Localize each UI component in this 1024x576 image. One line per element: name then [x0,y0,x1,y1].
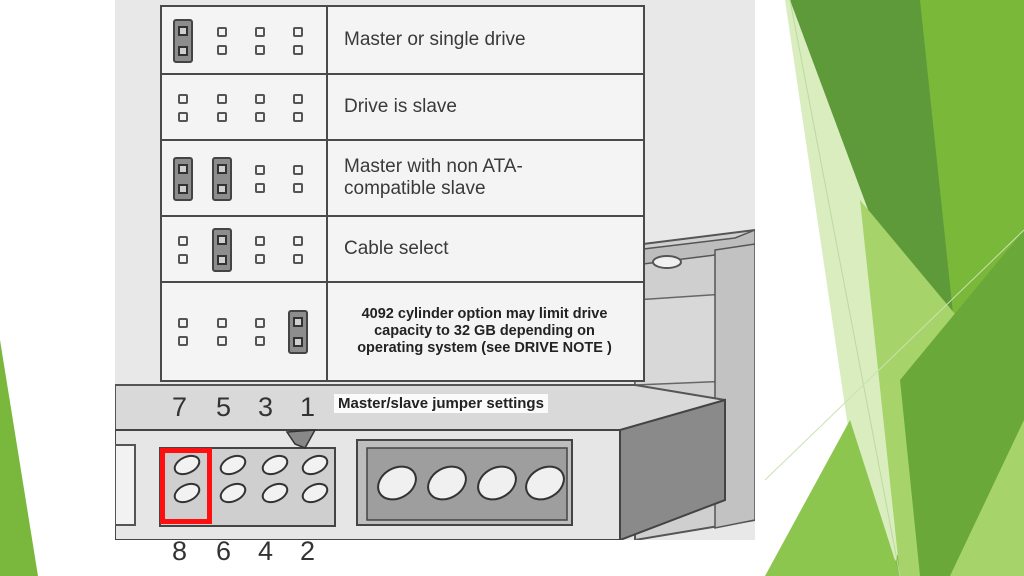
jumper-pin [255,317,265,328]
jumper-pin [178,317,188,328]
jumper-pin [293,45,303,55]
jumper-pin [255,236,265,246]
pin-number: 8 [172,536,188,566]
jumper-pin [255,94,265,104]
jumper-pin [178,94,188,104]
jumper-pin [178,254,188,264]
jumper-pin [178,112,188,122]
jumper-pin-block [162,75,328,139]
jumper-pin [255,112,265,122]
theme-line-2 [764,229,1024,481]
jumper-pin [178,236,188,246]
jumper-row-slave: Drive is slave [162,75,643,141]
jumper-pin-block [162,141,328,215]
jumper-pin [293,183,303,193]
jumper-pin [255,254,265,264]
pin-number: 3 [258,392,274,422]
diagram-caption: Master/slave jumper settings [334,394,548,413]
jumper-pin [293,94,303,104]
jumper-pin [293,112,303,122]
jumper-pin [293,236,303,246]
pin-number: 4 [258,536,274,566]
jumper-pin [178,335,188,346]
jumper-pin-block [162,7,328,73]
jumper-pin [217,335,227,346]
jumper-cap [212,157,232,201]
jumper-row-label: Master or single drive [344,29,526,51]
jumper-cap [173,19,193,63]
jumper-cap [212,228,232,272]
jumper-row-master: Master or single drive [162,7,643,75]
jumper-pin [293,165,303,175]
jumper-row-master-non-ata: Master with non ATA-compatible slave [162,141,643,217]
jumper-pin-block [162,283,328,380]
jumper-pin [217,27,227,37]
pin-number: 1 [300,392,316,422]
pin-number: 7 [172,392,188,422]
right-deep-facet [900,230,1024,576]
jumper-pin [293,254,303,264]
jumper-cap [288,309,308,354]
pin-number: 2 [300,536,316,566]
theme-line-1 [789,0,901,576]
jumper-table: Master or single drive Drive is slave Ma… [160,5,645,382]
jumper-pin [217,317,227,328]
right-bottom-facet [765,420,900,576]
jumper-row-cable-select: Cable select [162,217,643,283]
jumper-pin [255,183,265,193]
jumper-pin [255,45,265,55]
jumper-row-label: Drive is slave [344,96,457,118]
jumper-pin [255,335,265,346]
jumper-pin [217,112,227,122]
jumper-pin [293,27,303,37]
jumper-pin-block [162,217,328,281]
left-green-sliver [0,340,38,576]
pin-number: 5 [216,392,232,422]
jumper-cap [173,157,193,201]
pin-number: 6 [216,536,232,566]
jumper-row-label: 4092 cylinder option may limit drive cap… [357,306,612,356]
jumper-pin [217,94,227,104]
jumper-pin [255,165,265,175]
jumper-settings-diagram: Master or single drive Drive is slave Ma… [115,0,755,576]
jumper-pin [255,27,265,37]
jumper-row-4092-cylinder: 4092 cylinder option may limit drive cap… [162,283,643,380]
jumper-row-label: Cable select [344,238,449,260]
jumper-row-label: Master with non ATA-compatible slave [344,156,523,199]
highlight-box [160,448,212,524]
jumper-pin [217,45,227,55]
